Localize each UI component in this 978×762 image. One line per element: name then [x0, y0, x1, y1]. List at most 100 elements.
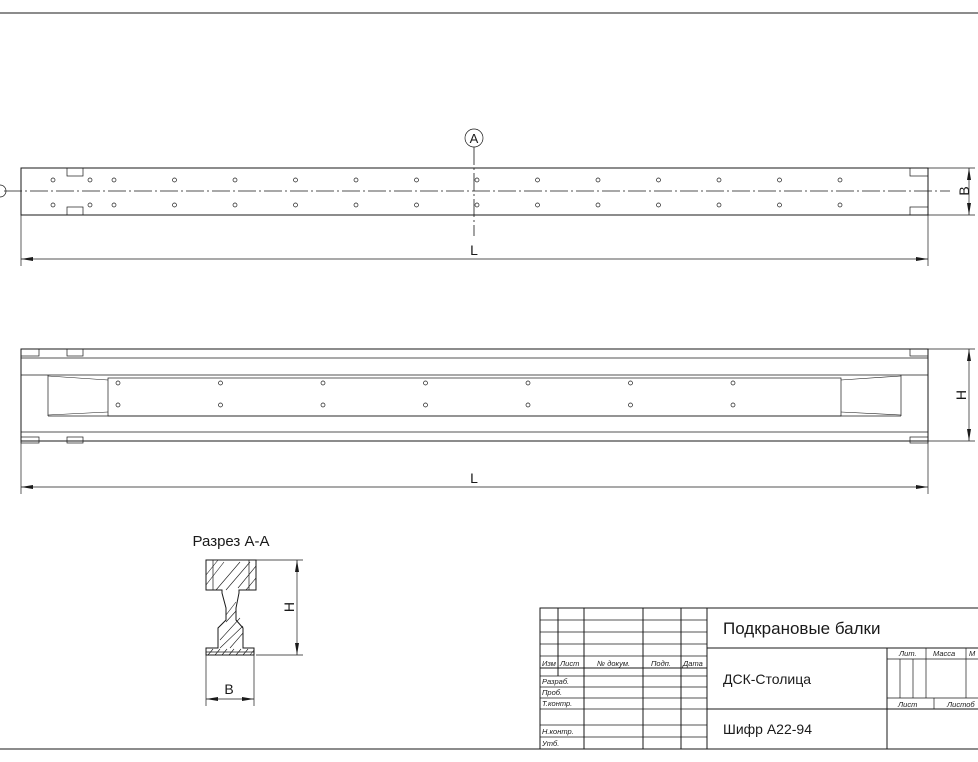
row-label-sheet: Лист [559, 659, 579, 668]
role-label-developer: Разраб. [542, 677, 569, 686]
dimension-arrow-icon [967, 168, 971, 180]
bolt-hole [172, 177, 177, 183]
bolt-hole [716, 177, 722, 183]
dimension-arrow-icon [295, 560, 299, 572]
bolt-hole [353, 177, 359, 183]
bolt-hole [320, 380, 326, 386]
bolt-hole [414, 202, 419, 208]
bolt-hole [777, 202, 782, 208]
dimension-label-height: H [953, 390, 969, 400]
plan-view: A L B [0, 128, 975, 266]
bolt-hole [414, 177, 419, 183]
elev-notch [66, 348, 84, 357]
scale-label: М [969, 649, 976, 658]
bolt-hole [218, 402, 223, 408]
bolt-hole [716, 202, 722, 208]
organization-name: ДСК-Столица [723, 671, 811, 687]
bolt-hole [837, 177, 843, 183]
section-view: Разрез А-А H B [193, 533, 303, 706]
bolt-hole [115, 380, 121, 386]
drawing-title: Подкрановые балки [723, 619, 881, 638]
elevation-view: L H [20, 348, 975, 494]
bolt-hole [628, 402, 633, 408]
dimension-arrow-icon [242, 697, 254, 701]
sheets-label: Листоб [946, 700, 975, 709]
dimension-arrow-icon [967, 429, 971, 441]
bolt-hole [837, 202, 843, 208]
dimension-arrow-icon [295, 643, 299, 655]
bolt-hole [423, 402, 428, 408]
bolt-hole [353, 202, 359, 208]
bolt-hole [656, 202, 661, 208]
bolt-hole [628, 380, 633, 386]
bolt-hole [595, 202, 601, 208]
elevation-holes [115, 380, 736, 408]
bolt-hole [115, 402, 121, 408]
dimension-arrow-icon [916, 485, 928, 489]
sheet-label: Лист [897, 700, 917, 709]
bolt-hole [293, 202, 298, 208]
dimension-arrow-icon [967, 349, 971, 361]
beam-plan-outline [20, 167, 929, 216]
bolt-hole [656, 177, 661, 183]
section-marker-label: A [470, 131, 479, 146]
dimension-arrow-icon [967, 203, 971, 215]
elev-notch [20, 436, 40, 444]
bolt-hole [172, 202, 177, 208]
bolt-hole [232, 202, 238, 208]
section-profile [205, 559, 257, 656]
role-label-checker: Проб. [542, 688, 562, 697]
haunch-lines [47, 375, 902, 416]
bolt-hole [535, 202, 540, 208]
bolt-hole [111, 202, 117, 208]
role-label-norm-control: Н.контр. [542, 727, 574, 736]
elev-notch [20, 348, 40, 357]
plan-holes [50, 177, 843, 208]
bolt-hole [111, 177, 117, 183]
plan-notch [909, 206, 929, 216]
section-title: Разрез А-А [193, 533, 270, 550]
dimension-arrow-icon [206, 697, 218, 701]
dimension-label-length: L [470, 242, 478, 258]
elev-notch [909, 436, 929, 444]
title-block: Изм Лист № докум. Подп. Дата Разраб. Про… [539, 607, 978, 750]
bolt-hole [218, 380, 223, 386]
bolt-hole [87, 202, 93, 208]
bolt-hole [474, 202, 480, 208]
row-label-sign: Подп. [651, 659, 671, 668]
bolt-hole [525, 402, 531, 408]
dimension-label-width: B [956, 186, 972, 195]
role-label-approved: Утб. [541, 739, 559, 748]
elev-notch [909, 348, 929, 357]
beam-elevation-outline [20, 348, 929, 442]
role-label-tech-control: Т.контр. [542, 699, 572, 708]
plan-notch [66, 206, 84, 216]
row-label-date: Дата [682, 659, 703, 668]
lit-label: Лит. [898, 649, 917, 658]
mass-label: Масса [933, 649, 955, 658]
bolt-hole [595, 177, 601, 183]
bolt-hole [730, 402, 736, 408]
bolt-hole [232, 177, 238, 183]
bolt-hole [730, 380, 736, 386]
bolt-hole [293, 177, 298, 183]
bolt-hole [50, 202, 56, 208]
bolt-hole [423, 380, 428, 386]
dimension-label-length: L [470, 470, 478, 486]
dimension-arrow-icon [916, 257, 928, 261]
row-label-doc: № докум. [597, 659, 630, 668]
plan-notch [66, 167, 84, 177]
dimension-label-width: B [224, 681, 233, 697]
axis-bubble-icon [0, 184, 7, 198]
bolt-hole [535, 177, 540, 183]
drawing-code: Шифр А22-94 [723, 721, 812, 737]
elev-notch [66, 436, 84, 444]
dimension-arrow-icon [21, 485, 33, 489]
bolt-hole [50, 177, 56, 183]
row-label-change: Изм [542, 659, 556, 668]
bolt-hole [320, 402, 326, 408]
bolt-hole [777, 177, 782, 183]
plan-notch [909, 167, 929, 177]
dimension-arrow-icon [21, 257, 33, 261]
